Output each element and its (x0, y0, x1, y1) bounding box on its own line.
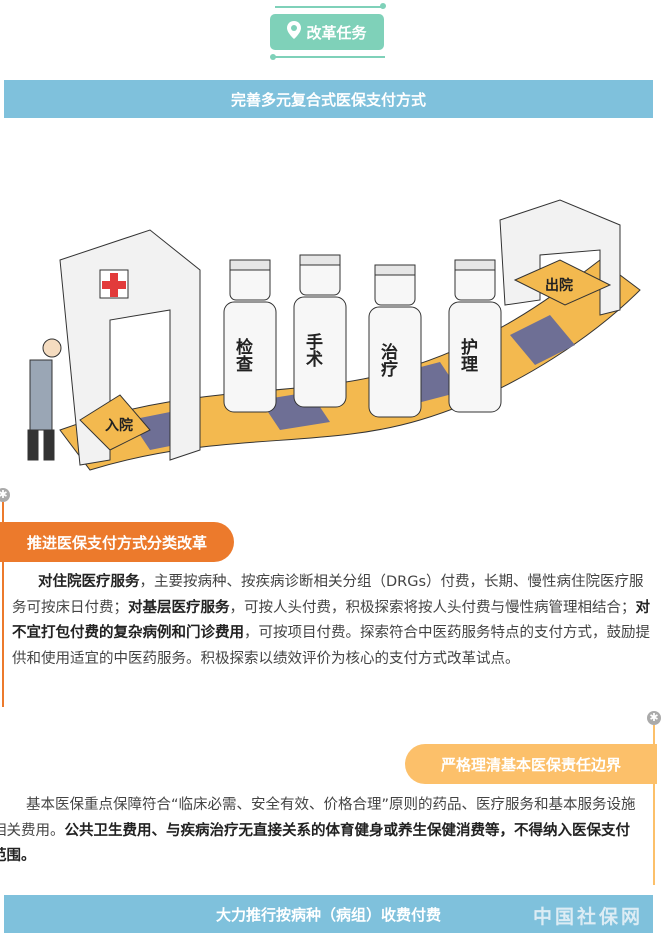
emphasis-text: 对不宜打包付费的复杂病例和门诊费用 (12, 599, 650, 642)
part2-paragraph: 基本医保重点保障符合“临床必需、安全有效、价格合理”原则的药品、医疗服务和基本服… (0, 793, 642, 870)
emphasis-text: 对基层医疗服务 (128, 599, 230, 616)
station-figure: 护理 (448, 259, 502, 413)
section-tag: 改革任务 (270, 14, 384, 50)
body-text: ，可按项目付费。探索符合中医药服务特点的支付方式，鼓励提供和使用适宜的中医药服务… (12, 625, 650, 667)
part3-title-bar: 大力推行按病种（病组）收费付费 (4, 895, 653, 933)
part1-paragraph: 对住院医疗服务，主要按病种、按疾病诊断相关分组（DRGs）付费，长期、慢性病住院… (12, 570, 657, 672)
station-label: 检查 (232, 337, 254, 372)
emphasis-text: 对住院医疗服务 (38, 574, 140, 590)
divider (275, 6, 385, 8)
station-label: 治疗 (377, 342, 398, 378)
gear-icon: ✱ (0, 488, 10, 502)
body-text: ，可按人头付费，积极探索将按人头付费与慢性病管理相结合； (229, 599, 636, 616)
left-rule (2, 502, 4, 707)
body-text: 基本医保重点保障符合“临床必需、安全有效、价格合理”原则的药品、医疗服务和基本服… (0, 797, 636, 839)
station-figure: 治疗 (368, 264, 422, 418)
patient-figure (27, 338, 62, 461)
gear-icon: ✱ (647, 711, 661, 725)
entry-sign: 入院 (105, 417, 133, 434)
hospital-gate (59, 229, 201, 466)
payment-path-illustration: 检查 手术 治疗 护理 入院 出院 (27, 199, 641, 471)
part1-title: 推进医保支付方式分类改革 (0, 522, 234, 562)
tag-label: 改革任务 (306, 23, 367, 42)
divider-dot (270, 54, 276, 60)
watermark: 中国社保网 (532, 906, 643, 928)
divider (275, 56, 385, 58)
part2-title: 严格理清基本医保责任边界 (405, 744, 657, 784)
exit-sign: 出院 (545, 277, 573, 294)
station-label: 手术 (302, 332, 323, 368)
station-figure: 检查 (223, 259, 277, 413)
divider-dot (380, 3, 386, 9)
station-figure: 手术 (293, 254, 347, 408)
body-text: ，主要按病种、按疾病诊断相关分组（DRGs）付费，长期、慢性病住院医疗服务可按床… (12, 574, 644, 616)
section-title-bar: 完善多元复合式医保支付方式 (4, 80, 653, 118)
station-label: 护理 (457, 337, 478, 372)
right-rule (653, 725, 655, 885)
location-pin-icon (287, 21, 302, 43)
emphasis-text: 公共卫生费用、与疾病治疗无直接关系的体育健身或养生保健消费等，不得纳入医保支付范… (0, 822, 630, 865)
